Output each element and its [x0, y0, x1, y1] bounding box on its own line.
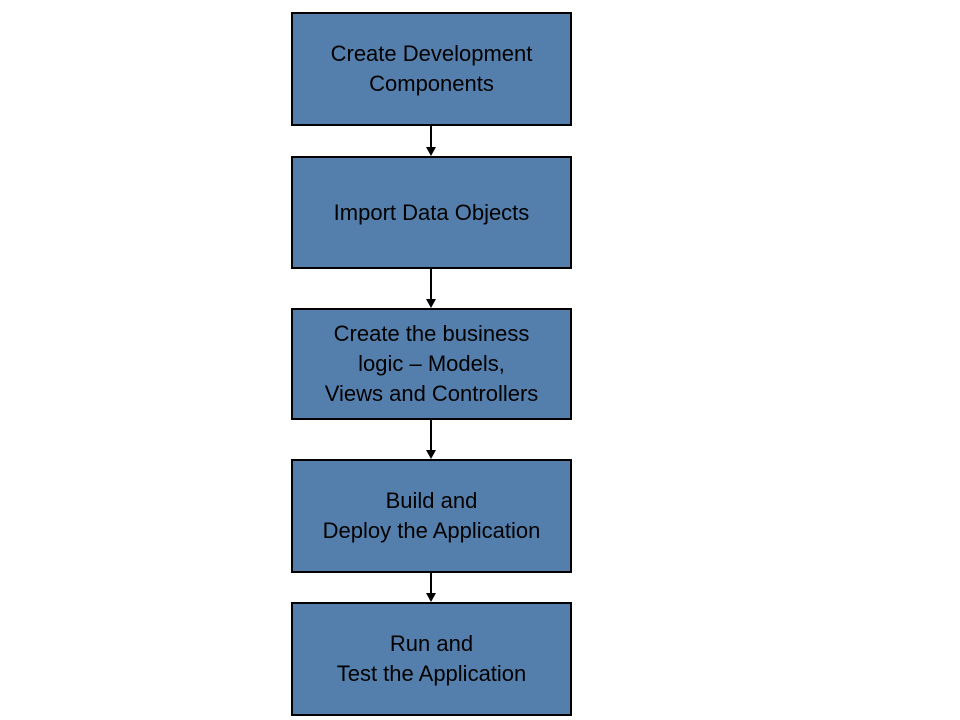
connector-arrow-4 — [426, 573, 436, 602]
arrow-line — [430, 269, 432, 299]
arrow-line — [430, 420, 432, 450]
connector-arrow-3 — [426, 420, 436, 459]
connector-arrow-1 — [426, 126, 436, 156]
arrow-down-icon — [426, 450, 436, 459]
arrow-line — [430, 126, 432, 147]
arrow-down-icon — [426, 299, 436, 308]
arrow-line — [430, 573, 432, 593]
arrow-down-icon — [426, 593, 436, 602]
flow-step-create-development-components: Create Development Components — [291, 12, 572, 126]
flow-step-build-and-deploy: Build and Deploy the Application — [291, 459, 572, 573]
connector-arrow-2 — [426, 269, 436, 308]
flow-step-run-and-test: Run and Test the Application — [291, 602, 572, 716]
arrow-down-icon — [426, 147, 436, 156]
flow-step-create-business-logic: Create the business logic – Models, View… — [291, 308, 572, 420]
flow-step-import-data-objects: Import Data Objects — [291, 156, 572, 269]
